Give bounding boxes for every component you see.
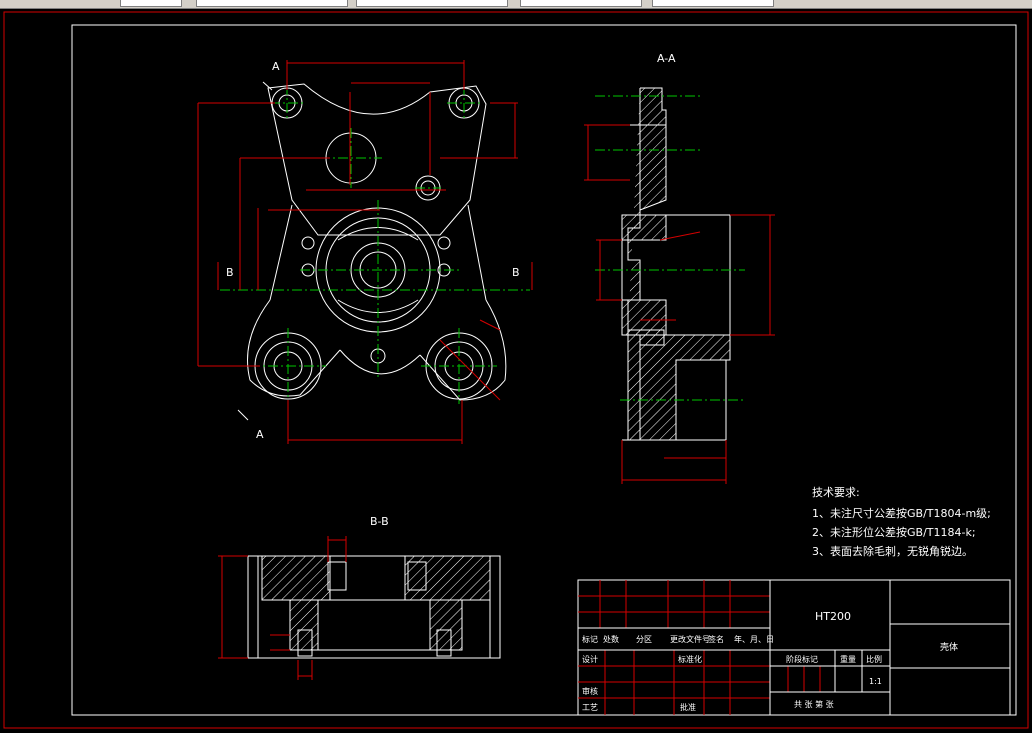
toolbar-field[interactable] <box>196 0 348 7</box>
tech-req-item-1: 1、未注尺寸公差按GB/T1804-m级; <box>812 506 991 520</box>
tech-req-title: 技术要求: <box>812 486 860 499</box>
material-text: HT200 <box>815 610 851 623</box>
approve-label: 批准 <box>680 702 696 712</box>
hdr-change-doc: 更改文件号 <box>670 634 710 644</box>
section-mark-b-right: B <box>512 266 520 279</box>
review-label: 审核 <box>582 686 598 696</box>
front-view: A A B B <box>197 60 533 444</box>
process-label: 工艺 <box>582 703 598 712</box>
section-a-a-view: A-A <box>584 52 775 484</box>
design-label: 设计 <box>582 654 598 664</box>
toolbar-field[interactable] <box>356 0 508 7</box>
tech-req-item-3: 3、表面去除毛刺，无锐角锐边。 <box>812 544 973 558</box>
drawing-frame <box>71 24 1017 716</box>
toolbar-field[interactable] <box>652 0 774 7</box>
hdr-sign: 签名 <box>708 634 724 644</box>
section-a-a-label: A-A <box>657 52 676 65</box>
hdr-mark: 标记 <box>582 634 598 644</box>
standardize-label: 标准化 <box>678 654 702 664</box>
hdr-zone: 分区 <box>636 635 652 644</box>
weight-label: 重量 <box>840 654 856 664</box>
stage-mark-label: 阶段标记 <box>786 654 818 664</box>
scale-label: 比例 <box>866 654 882 664</box>
sheet-outer-border <box>3 11 1029 729</box>
toolbar-field[interactable] <box>120 0 182 7</box>
application-toolbar-strip <box>0 0 1032 9</box>
scale-value: 1:1 <box>869 677 882 686</box>
section-mark-a-bottom: A <box>256 428 264 441</box>
section-mark-b-left: B <box>226 266 234 279</box>
technical-requirements: 技术要求: 1、未注尺寸公差按GB/T1804-m级; 2、未注形位公差按GB/… <box>812 486 991 558</box>
section-b-b-view: B-B <box>218 515 501 680</box>
hdr-count: 处数 <box>603 634 619 644</box>
sheet-label: 共 张 第 张 <box>794 699 834 709</box>
toolbar-field[interactable] <box>520 0 642 7</box>
hdr-date: 年、月、日 <box>734 634 774 644</box>
section-mark-a-top: A <box>272 60 280 73</box>
section-b-b-label: B-B <box>370 515 389 528</box>
tech-req-item-2: 2、未注形位公差按GB/T1184-k; <box>812 525 976 539</box>
title-block: HT200 壳体 标记 处数 分区 更改文件号 签名 年、月、日 设计 标准化 … <box>577 579 1011 716</box>
part-name-text: 壳体 <box>940 641 958 653</box>
cad-drawing-canvas[interactable]: A A B B A-A B-B <box>0 8 1032 733</box>
